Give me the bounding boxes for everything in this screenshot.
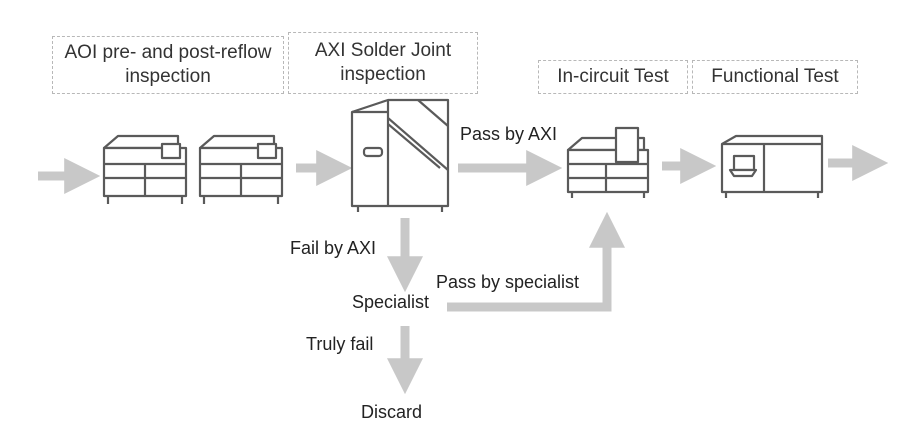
axi-stage-label: AXI Solder Joint inspection: [288, 32, 478, 94]
truly-fail-label: Truly fail: [306, 334, 374, 354]
ict-stage-text: In-circuit Test: [557, 66, 669, 87]
axi-stage-text: AXI Solder Joint inspection: [314, 40, 452, 85]
arrow-specialist-to-ict: [447, 211, 625, 312]
functional-stage-text: Functional Test: [711, 66, 839, 87]
aoi-machine-2-icon: [198, 134, 284, 204]
aoi-stage-label: AOI pre- and post-reflow inspection: [52, 36, 284, 94]
pass-by-specialist-label: Pass by specialist: [436, 272, 580, 292]
ict-stage-label: In-circuit Test: [538, 60, 688, 94]
aoi-machine-1-icon: [102, 134, 188, 204]
ict-machine-icon: [566, 126, 650, 198]
specialist-node-label: Specialist: [352, 292, 430, 312]
discard-node-label: Discard: [361, 402, 423, 422]
pass-by-axi-label: Pass by AXI: [460, 124, 558, 144]
aoi-stage-text: AOI pre- and post-reflow inspection: [64, 42, 272, 87]
functional-machine-icon: [720, 134, 824, 198]
axi-machine-icon: [350, 98, 450, 212]
functional-stage-label: Functional Test: [692, 60, 858, 94]
fail-by-axi-label: Fail by AXI: [290, 238, 377, 258]
flow-arrows: [38, 145, 889, 395]
